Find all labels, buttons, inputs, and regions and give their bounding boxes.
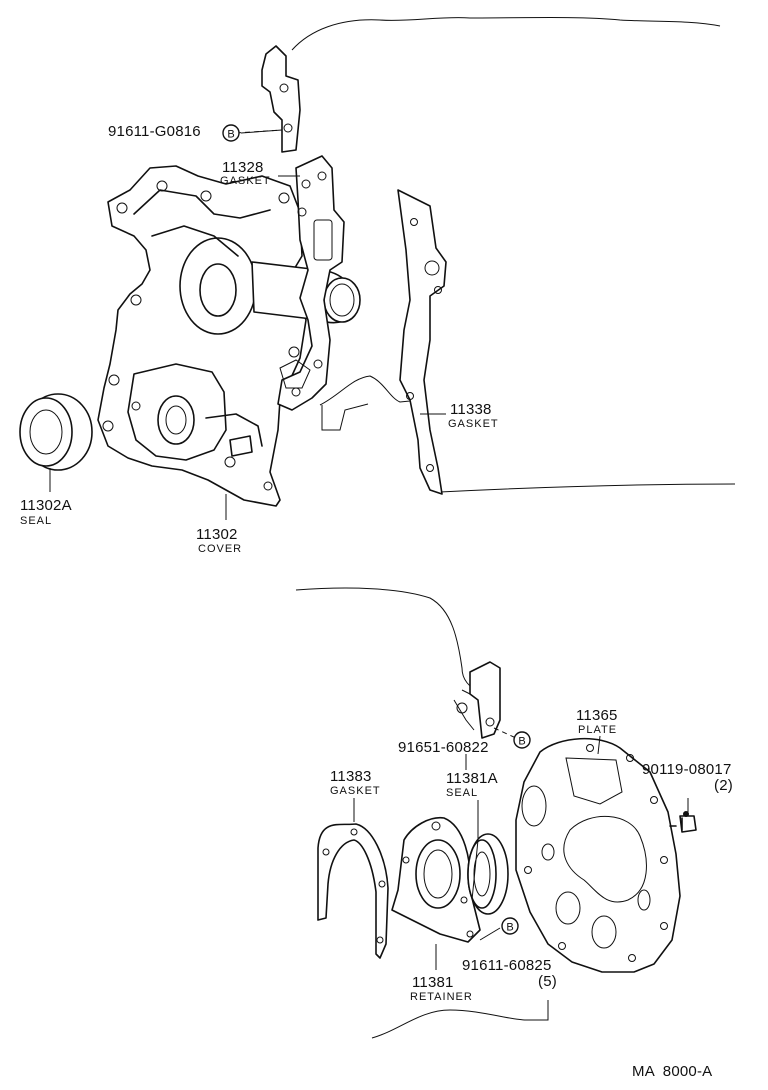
- label-name-11365: PLATE: [578, 724, 617, 736]
- lower-assembly: [295, 587, 697, 1039]
- leader-91611-60825: [479, 927, 501, 941]
- engine-block-outline-lower: [295, 587, 479, 691]
- label-number-11365: 11365: [576, 707, 618, 724]
- label-name-11383: GASKET: [330, 785, 381, 797]
- diagram-code: MA 8000-A: [632, 1063, 712, 1080]
- label-number-11328: 11328: [222, 159, 264, 176]
- marker-b-lower-top-letter: B: [518, 736, 525, 748]
- leader-11381A: [471, 800, 479, 901]
- timing-cover-11302: [97, 165, 361, 507]
- marker-b-lower: B: [501, 917, 519, 935]
- label-number-11338: 11338: [450, 401, 492, 418]
- label-number-91611-60825: 91611-60825: [462, 957, 552, 974]
- label-name-11381A: SEAL: [446, 787, 478, 799]
- marker-b-lower-letter: B: [506, 922, 513, 934]
- marker-b-upper-letter: B: [227, 129, 234, 141]
- label-number-11383: 11383: [330, 768, 372, 785]
- gasket-11338: [397, 189, 447, 495]
- upper-assembly: [19, 17, 736, 520]
- engine-block-outline-upper: [291, 17, 721, 51]
- label-number-11302: 11302: [196, 526, 238, 543]
- gasket-11383: [317, 823, 389, 959]
- label-qty-90119-08017: (2): [714, 777, 733, 794]
- retainer-11381: [391, 816, 481, 943]
- label-name-11381: RETAINER: [410, 991, 473, 1003]
- engine-block-edge-upper: [319, 375, 736, 493]
- label-number-90119-08017: 90119-08017: [642, 761, 732, 778]
- bolt-90119-08017: [669, 811, 697, 833]
- label-number-11302A: 11302A: [20, 497, 72, 514]
- marker-b-lower-top: B: [513, 731, 531, 749]
- label-name-11328: GASKET: [220, 175, 271, 187]
- upper-bracket: [261, 45, 301, 153]
- label-number-91611-G0816: 91611-G0816: [108, 123, 201, 140]
- plate-11365: [515, 737, 681, 973]
- marker-b-upper: B: [222, 124, 240, 142]
- labels: 91611-G0816 B 11328 GASKET 11338 GASKET …: [20, 123, 733, 1080]
- label-qty-91611-60825: (5): [538, 973, 557, 990]
- seal-11302A: [19, 393, 93, 471]
- label-number-11381A: 11381A: [446, 770, 498, 787]
- label-number-11381: 11381: [412, 974, 454, 991]
- lower-bracket: [469, 661, 501, 739]
- label-name-11302: COVER: [198, 543, 242, 555]
- label-name-11302A: SEAL: [20, 515, 52, 527]
- engine-block-step: [321, 403, 369, 431]
- leader-11365: [597, 735, 601, 755]
- label-name-11338: GASKET: [448, 418, 499, 430]
- label-number-91651-60822: 91651-60822: [398, 739, 489, 756]
- bracket-line-lower: [371, 1000, 549, 1039]
- seal-11381A: [467, 833, 509, 915]
